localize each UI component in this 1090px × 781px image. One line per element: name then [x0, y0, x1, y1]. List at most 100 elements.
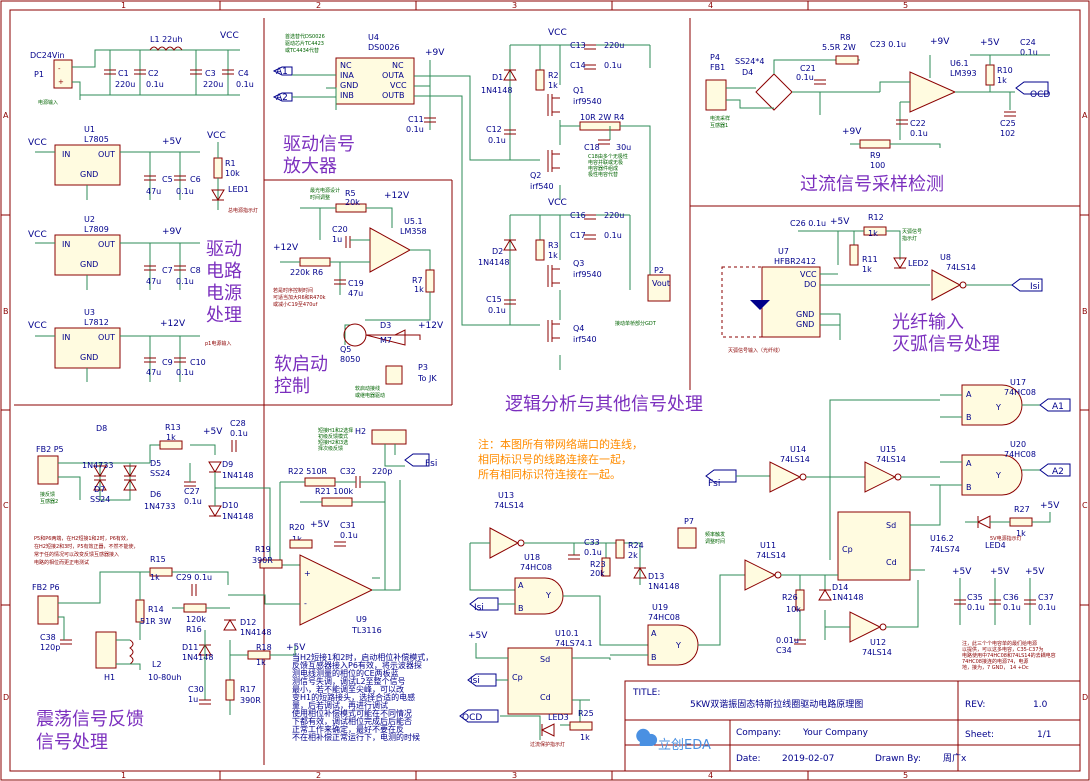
svg-text:R3: R3: [548, 241, 559, 250]
svg-text:初级反馈模式: 初级反馈模式: [318, 433, 348, 440]
d8-d5-diodes: [93, 465, 137, 477]
svg-text:调整时间: 调整时间: [705, 538, 725, 545]
svg-text:0.1u: 0.1u: [1003, 603, 1021, 612]
svg-text:DS0026: DS0026: [368, 43, 400, 52]
q4-mosfet: [547, 320, 560, 342]
svg-text:U15: U15: [880, 445, 896, 454]
u1-box: [54, 144, 121, 186]
svg-text:irf540: irf540: [530, 182, 554, 191]
svg-text:NC: NC: [340, 61, 352, 70]
row-label-b-right: B: [1082, 307, 1088, 316]
svg-text:0.1u: 0.1u: [176, 277, 194, 286]
svg-text:A1: A1: [1052, 402, 1064, 412]
svg-text:驱动芯片TC4423: 驱动芯片TC4423: [285, 40, 324, 47]
company-value: Your Company: [802, 728, 869, 738]
svg-text:VCC: VCC: [28, 321, 47, 331]
svg-text:0.1u: 0.1u: [967, 603, 985, 612]
svg-text:总电源指示灯: 总电源指示灯: [228, 207, 258, 214]
svg-text:R22 510R: R22 510R: [288, 467, 328, 476]
svg-text:TL3116: TL3116: [351, 626, 382, 635]
svg-text:接动单桥部分GDT: 接动单桥部分GDT: [615, 320, 657, 327]
svg-text:INB: INB: [340, 91, 354, 100]
d3-diode: [365, 329, 421, 346]
svg-text:GND: GND: [796, 320, 814, 329]
r2-resistor: [535, 69, 545, 91]
r24-resistor: [615, 539, 625, 559]
svg-text:过流信号采样检测: 过流信号采样检测: [800, 174, 944, 195]
svg-text:1k: 1k: [868, 229, 878, 238]
svg-text:0.1u: 0.1u: [406, 125, 424, 134]
svg-text:0.1u: 0.1u: [340, 531, 358, 540]
svg-text:8050: 8050: [340, 355, 360, 364]
p7-connector: [677, 527, 697, 549]
svg-text:74LS14: 74LS14: [876, 455, 906, 464]
svg-text:电容器件组成: 电容器件组成: [588, 165, 618, 172]
svg-text:OUT: OUT: [98, 240, 115, 249]
svg-text:Q4: Q4: [573, 324, 584, 333]
svg-text:可适当加大R6和R470k: 可适当加大R6和R470k: [273, 294, 326, 301]
p6-connector: [37, 595, 59, 625]
a1-port: [272, 66, 293, 76]
r13-resistor: [159, 440, 183, 450]
svg-text:A: A: [966, 390, 972, 399]
svg-text:震荡信号反馈: 震荡信号反馈: [36, 709, 144, 730]
svg-text:IN: IN: [62, 150, 70, 159]
svg-text:D9: D9: [222, 460, 233, 469]
svg-text:C19: C19: [348, 279, 364, 288]
d2-diode: [503, 239, 517, 251]
svg-text:+9V: +9V: [162, 227, 182, 237]
svg-text:1N4148: 1N4148: [478, 258, 509, 267]
svg-text:使用相位补偿模式可能在不同情况: 使用相位补偿模式可能在不同情况: [292, 708, 412, 718]
r23-resistor: [601, 557, 611, 577]
r21-resistor: [321, 497, 353, 507]
u5-opamp: [369, 227, 412, 273]
svg-text:20k: 20k: [345, 198, 360, 207]
svg-text:U5.1: U5.1: [404, 217, 423, 226]
svg-text:互感器1: 互感器1: [710, 122, 728, 129]
svg-text:0.1u: 0.1u: [184, 497, 202, 506]
svg-text:D1: D1: [492, 73, 503, 82]
svg-text:C30: C30: [188, 685, 204, 694]
vcc-top: VCC: [220, 31, 239, 41]
svg-text:A2: A2: [276, 93, 288, 103]
svg-text:R11: R11: [862, 255, 878, 264]
svg-text:以提供，可以这多电容，C35-C37为: 以提供，可以这多电容，C35-C37为: [962, 646, 1044, 653]
svg-text:2k: 2k: [628, 551, 638, 560]
svg-text:10-80uh: 10-80uh: [148, 673, 181, 682]
svg-text:1k: 1k: [548, 81, 558, 90]
svg-text:+5V: +5V: [162, 137, 182, 147]
svg-text:Isi: Isi: [1030, 282, 1040, 292]
svg-text:GND: GND: [340, 81, 358, 90]
svg-text:软启动: 软启动: [274, 354, 328, 375]
svg-text:Y: Y: [675, 641, 681, 650]
svg-text:电路使用中74HC08和74LS14的去耦电容: 电路使用中74HC08和74LS14的去耦电容: [962, 652, 1056, 659]
col-label-2: 2: [316, 1, 321, 10]
svg-text:电流采样: 电流采样: [710, 115, 730, 122]
svg-text:驱动信号: 驱动信号: [283, 134, 355, 155]
svg-text:R10: R10: [997, 66, 1013, 75]
p2-connector: [647, 274, 671, 302]
svg-text:-: -: [304, 599, 307, 608]
svg-text:74LS14: 74LS14: [946, 263, 976, 272]
svg-text:C21: C21: [800, 64, 816, 73]
svg-text:A: A: [966, 459, 972, 468]
d13-diode: [633, 567, 647, 579]
date-value: 2019-02-07: [782, 754, 834, 764]
r6-resistor: [299, 257, 331, 267]
u14-inverter: [769, 461, 802, 493]
led4-diode: [976, 515, 991, 529]
l2-inductor: [129, 639, 134, 665]
svg-text:0.1u: 0.1u: [604, 231, 622, 240]
col-label-2-bottom: 2: [316, 771, 321, 780]
svg-text:时间调整: 时间调整: [310, 194, 330, 201]
svg-text:H1: H1: [104, 673, 115, 682]
svg-text:+5V: +5V: [990, 567, 1010, 577]
h2-header: [371, 429, 407, 445]
svg-text:注：本图所有带网络端口的连线，: 注：本图所有带网络端口的连线，: [478, 437, 643, 451]
svg-text:软启动接线: 软启动接线: [355, 385, 380, 392]
svg-text:控制: 控制: [274, 376, 310, 397]
svg-text:LED1: LED1: [228, 185, 249, 194]
svg-text:灭弧信号处理: 灭弧信号处理: [892, 334, 1000, 355]
svg-text:0.1u: 0.1u: [1038, 603, 1056, 612]
svg-text:102: 102: [1000, 129, 1015, 138]
